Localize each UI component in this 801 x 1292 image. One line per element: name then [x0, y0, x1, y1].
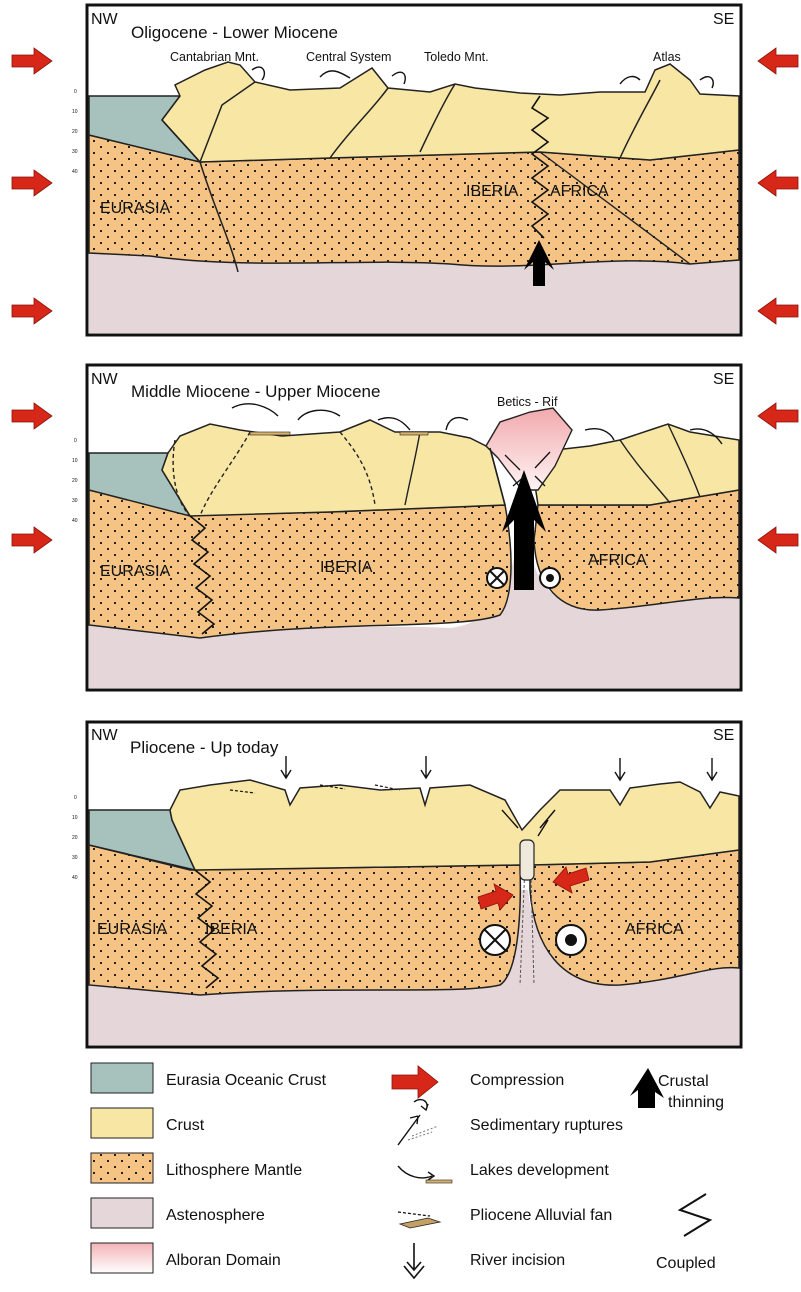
- compression-arrow: [12, 527, 52, 553]
- se-label: SE: [713, 371, 734, 388]
- svg-text:0: 0: [74, 795, 77, 801]
- legend-label: Astenosphere: [166, 1207, 265, 1224]
- compression-arrow: [758, 527, 798, 553]
- legend-label: River incision: [470, 1252, 565, 1269]
- svg-text:20: 20: [72, 129, 78, 135]
- compression-arrow: [758, 298, 798, 324]
- svg-text:10: 10: [72, 109, 78, 115]
- se-label: SE: [713, 727, 734, 744]
- mountain-label: Betics - Rif: [497, 395, 558, 409]
- mountain-label: Atlas: [653, 50, 681, 64]
- svg-text:40: 40: [72, 518, 78, 524]
- legend-swatch-alboran: [91, 1243, 153, 1273]
- plate-label-africa: AFRICA: [625, 921, 684, 938]
- mountain-label: Cantabrian Mnt.: [170, 50, 259, 64]
- compression-arrow: [12, 48, 52, 74]
- svg-text:20: 20: [72, 478, 78, 484]
- plate-label-eurasia: EURASIA: [100, 563, 171, 580]
- legend-label: Lakes development: [470, 1162, 609, 1179]
- legend-label: Alboran Domain: [166, 1252, 281, 1269]
- svg-text:10: 10: [72, 458, 78, 464]
- plate-label-eurasia: EURASIA: [100, 200, 171, 217]
- mantle-layer: [530, 850, 739, 985]
- panel-oligocene: NW SE Oligocene - Lower Miocene Cantabri…: [12, 5, 798, 335]
- legend-label: Crust: [166, 1117, 205, 1134]
- plate-label-eurasia: EURASIA: [97, 921, 168, 938]
- legend-swatch-oceanic: [91, 1063, 153, 1093]
- legend-label: Lithosphere Mantle: [166, 1162, 302, 1179]
- se-label: SE: [713, 11, 734, 28]
- mantle-layer: [534, 490, 739, 610]
- nw-label: NW: [91, 727, 119, 744]
- lake-symbol-icon: [398, 1166, 452, 1183]
- legend-swatch-mantle: [91, 1153, 153, 1183]
- crust-layer: [170, 780, 739, 870]
- mountain-label: Toledo Mnt.: [424, 50, 489, 64]
- plate-label-iberia: IBERIA: [320, 559, 373, 576]
- compression-arrow: [12, 403, 52, 429]
- compression-arrow: [758, 48, 798, 74]
- nw-label: NW: [91, 11, 119, 28]
- depth-ticks: 0 10 20 30 40: [72, 795, 78, 881]
- svg-text:40: 40: [72, 875, 78, 881]
- legend-label: Sedimentary ruptures: [470, 1117, 623, 1134]
- plate-label-iberia: IBERIA: [205, 921, 258, 938]
- alluvial-fan-symbol-icon: [398, 1212, 440, 1228]
- svg-text:10: 10: [72, 815, 78, 821]
- legend-swatch-astheno: [91, 1198, 153, 1228]
- svg-text:30: 30: [72, 855, 78, 861]
- legend-label: Compression: [470, 1072, 564, 1089]
- svg-text:30: 30: [72, 498, 78, 504]
- compression-arrow-icon: [392, 1066, 438, 1098]
- panel-title: Oligocene - Lower Miocene: [131, 23, 338, 42]
- plate-label-iberia: IBERIA: [466, 183, 519, 200]
- legend-label: Coupled: [656, 1255, 716, 1272]
- svg-text:0: 0: [74, 89, 77, 95]
- compression-arrow: [12, 298, 52, 324]
- compression-arrow: [12, 170, 52, 196]
- svg-text:0: 0: [74, 438, 77, 444]
- depth-ticks: 0 10 20 30 40: [72, 438, 78, 524]
- legend: Eurasia Oceanic Crust Crust Lithosphere …: [91, 1063, 724, 1278]
- panel-title: Middle Miocene - Upper Miocene: [131, 382, 380, 401]
- rupture-symbol-icon: [398, 1100, 438, 1145]
- svg-text:40: 40: [72, 169, 78, 175]
- crust-layer: [162, 420, 505, 516]
- asthenosphere-layer: [89, 253, 739, 333]
- legend-label: Crustal: [658, 1073, 709, 1090]
- panel-miocene: NW SE Middle Miocene - Upper Miocene Bet…: [12, 365, 798, 690]
- depth-ticks: 0 10 20 30 40: [72, 89, 78, 175]
- legend-label: Eurasia Oceanic Crust: [166, 1072, 327, 1089]
- svg-text:30: 30: [72, 149, 78, 155]
- compression-arrow: [758, 170, 798, 196]
- mountain-label: Central System: [306, 50, 391, 64]
- nw-label: NW: [91, 371, 119, 388]
- river-incision-symbol-icon: [404, 1243, 424, 1278]
- plate-label-africa: AFRICA: [550, 183, 609, 200]
- legend-label: Pliocene Alluvial fan: [470, 1207, 612, 1224]
- coupled-zigzag-icon: [680, 1194, 710, 1236]
- legend-swatch-crust: [91, 1108, 153, 1138]
- panel-title: Pliocene - Up today: [130, 738, 279, 757]
- legend-label: thinning: [668, 1094, 724, 1111]
- compression-arrow: [758, 403, 798, 429]
- svg-text:20: 20: [72, 835, 78, 841]
- panel-pliocene: NW SE Pliocene - Up today EURASIA IBERIA…: [72, 722, 741, 1047]
- plate-label-africa: AFRICA: [588, 552, 647, 569]
